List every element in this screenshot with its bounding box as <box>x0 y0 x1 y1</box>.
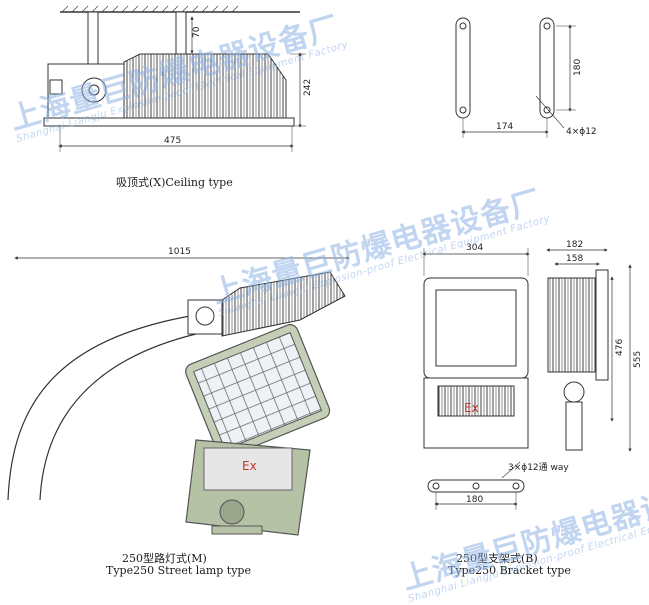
caption-street-cn: 250型路灯式(M) <box>122 552 207 565</box>
drawing-canvas: 70 242 475 180 174 4×ϕ12 1015 <box>7 5 643 536</box>
dim-180-plate: 180 <box>573 59 583 76</box>
ex-mark-street: Ex <box>242 459 257 473</box>
caption-bracket-cn: 250型支架式(B) <box>456 552 538 565</box>
open-lamp-illustration <box>185 324 331 536</box>
bracket-plate-drawing <box>455 17 576 138</box>
dim-182: 182 <box>566 240 583 250</box>
dim-174: 174 <box>496 122 513 132</box>
dim-1015: 1015 <box>168 247 191 257</box>
caption-bracket-en: Type250 Bracket type <box>448 564 571 577</box>
dim-475: 475 <box>164 136 181 146</box>
dim-70: 70 <box>192 26 202 38</box>
dim-304: 304 <box>466 243 483 253</box>
dim-158: 158 <box>566 254 583 264</box>
dim-180-bar: 180 <box>466 495 483 505</box>
ex-mark-bracket: Ex <box>464 401 479 415</box>
dim-476: 476 <box>615 339 625 356</box>
dim-242: 242 <box>303 79 313 96</box>
ceiling-hatch <box>61 5 239 13</box>
bracket-type-drawing <box>422 248 632 510</box>
dim-3-holes-way: 3×ϕ12通 way <box>508 462 569 473</box>
street-lamp-drawing <box>7 256 350 501</box>
caption-street-en: Type250 Street lamp type <box>106 564 251 577</box>
dim-555: 555 <box>633 351 643 368</box>
ceiling-type-drawing <box>43 5 306 152</box>
caption-ceiling: 吸顶式(X)Ceiling type <box>116 176 233 189</box>
dim-4-holes: 4×ϕ12 <box>566 127 597 137</box>
